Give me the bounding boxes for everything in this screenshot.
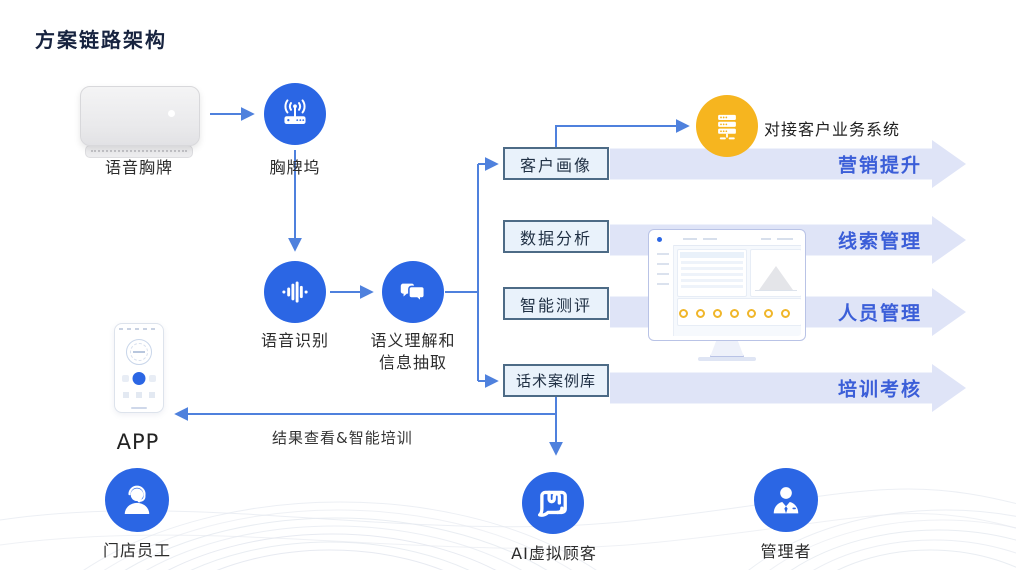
- ai-virtual-customer-node: [522, 472, 584, 534]
- gauge-donut: [696, 308, 705, 318]
- dashboard-sidebar-item: [657, 273, 669, 275]
- box-customer-profile: 客户画像: [503, 147, 609, 180]
- banner-personnel-label: 人员管理: [837, 302, 922, 325]
- gauge-donut: [781, 308, 790, 318]
- dashboard-sidebar-item: [657, 263, 669, 265]
- phone-right-button: [149, 375, 156, 382]
- gauge-donut: [713, 308, 722, 318]
- monitor-stand: [710, 341, 744, 357]
- box-smart-evaluation: 智能测评: [503, 287, 609, 320]
- phone-record-button: [132, 372, 146, 385]
- voice-badge-label: 语音胸牌: [104, 158, 173, 177]
- monitor-dashboard-preview: [653, 234, 801, 336]
- banner-arrow-shape: [610, 364, 966, 412]
- dashboard-sidebar-item: [657, 253, 669, 255]
- dashboard-chart-card: [750, 249, 801, 297]
- box-data-analysis: 数据分析: [503, 220, 609, 253]
- dashboard-nav-item: [703, 238, 717, 240]
- dashboard-table-row: [681, 261, 743, 264]
- semantic-label-line1: 语义理解和: [370, 331, 456, 350]
- ai-chat-logo-icon: [538, 490, 567, 517]
- gauge-donut: [747, 308, 756, 318]
- box-script-library: 话术案例库: [503, 364, 609, 397]
- page-title: 方案链路架构: [35, 28, 167, 52]
- voice-badge-device: [80, 86, 200, 146]
- phone-timer-ring-inner: [130, 343, 148, 361]
- badge-dock-label: 胸牌坞: [269, 158, 321, 177]
- badge-dock-node: [264, 83, 326, 145]
- speech-recognition-node: [264, 261, 326, 323]
- monitor-base: [698, 357, 756, 361]
- phone-timer-text: [133, 351, 145, 353]
- ai-virtual-customer-label: AI虚拟顾客: [511, 544, 597, 563]
- dashboard-nav-item: [683, 238, 697, 240]
- store-staff-node: [105, 468, 169, 532]
- banner-arrow-shape: [610, 140, 966, 188]
- wifi-dock-icon: [284, 99, 306, 124]
- gauge-donut: [730, 308, 739, 318]
- headset-person-icon: [124, 485, 150, 514]
- banner-training: 培训考核: [610, 364, 966, 412]
- app-label: APP: [116, 430, 160, 454]
- server-icon: [718, 114, 736, 140]
- dashboard-table-row: [681, 273, 743, 276]
- banner-leads-label: 线索管理: [837, 230, 922, 253]
- dashboard-navbar: [653, 234, 801, 246]
- business-system-node: [696, 95, 758, 157]
- dashboard-sidebar-item: [657, 283, 669, 285]
- dashboard-nav-item: [761, 238, 771, 240]
- dashboard-gauges-row: [679, 302, 799, 324]
- dashboard-table-card: [677, 249, 747, 297]
- gauge-donut: [679, 308, 688, 318]
- dashboard-table-row: [681, 267, 743, 270]
- store-staff-label: 门店员工: [102, 541, 171, 560]
- result-training-edge-label: 结果查看&智能培训: [272, 429, 413, 447]
- dashboard-nav-item: [777, 238, 793, 240]
- dashboard-sidebar: [653, 245, 674, 336]
- chat-bubbles-icon: [400, 283, 426, 304]
- business-person-icon: [773, 487, 799, 514]
- dashboard-table-row: [681, 279, 743, 282]
- dashboard-triangle-chart: [759, 266, 793, 290]
- waveform-icon: [282, 281, 308, 303]
- phone-timer-ring: [126, 339, 152, 365]
- phone-device: [114, 323, 164, 413]
- speech-recognition-label: 语音识别: [260, 331, 329, 350]
- semantic-label-line2: 信息抽取: [378, 352, 447, 372]
- manager-label: 管理者: [760, 542, 812, 561]
- banner-training-label: 培训考核: [837, 378, 922, 401]
- dashboard-table-header: [680, 252, 744, 258]
- store-platform-monitor: [648, 229, 806, 361]
- badge-glint: [168, 110, 175, 117]
- banner-marketing: 营销提升: [610, 140, 966, 188]
- dashboard-chart-axis: [755, 290, 797, 291]
- phone-left-button: [122, 375, 129, 382]
- semantic-label: 语义理解和 信息抽取: [365, 330, 461, 373]
- manager-node: [754, 468, 818, 532]
- phone-home-bar: [131, 407, 147, 409]
- business-system-label: 对接客户业务系统: [764, 120, 901, 139]
- dashboard-logo: [657, 237, 662, 242]
- banner-marketing-label: 营销提升: [837, 154, 922, 177]
- monitor-screen: [648, 229, 806, 341]
- dashboard-table-row: [681, 285, 743, 288]
- phone-menu-grid: [123, 392, 155, 398]
- semantic-node: [382, 261, 444, 323]
- phone-status-bar: [119, 328, 159, 330]
- gauge-donut: [764, 308, 773, 318]
